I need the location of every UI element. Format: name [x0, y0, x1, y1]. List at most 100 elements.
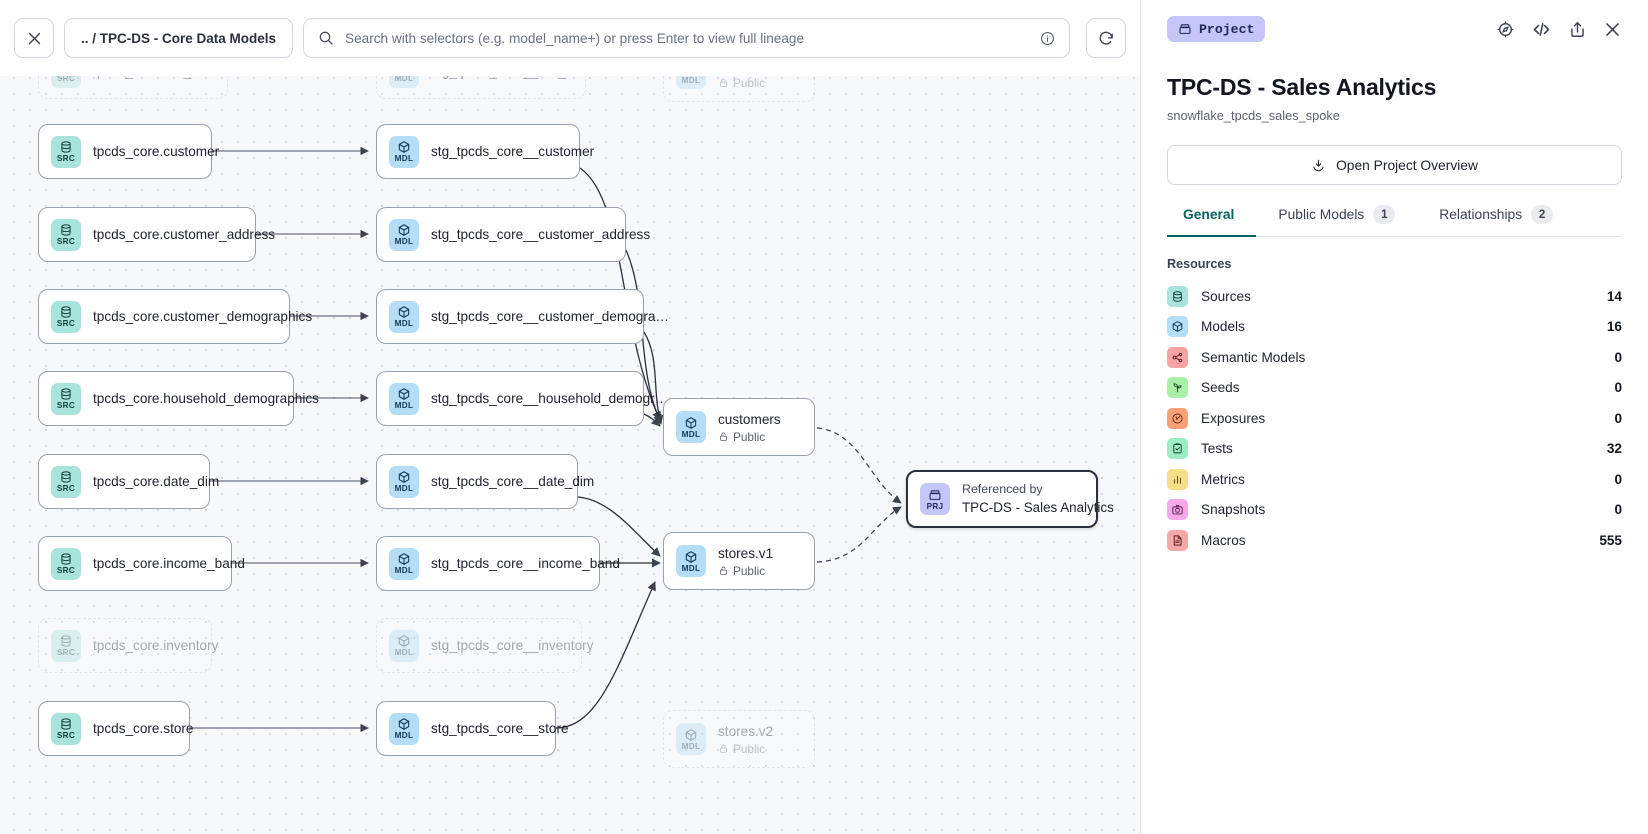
lineage-node[interactable]: SRC tpcds_core.income_band [38, 536, 245, 591]
resource-row-sources[interactable]: Sources 14 [1167, 281, 1622, 312]
resource-count: 0 [1614, 380, 1622, 396]
node-title: tpcds_core.inventory [93, 638, 219, 653]
resource-label: Models [1201, 319, 1245, 335]
info-icon[interactable] [1040, 31, 1055, 46]
mdl-cube [398, 635, 410, 647]
node-labels: tpcds_core.customer_demographics [93, 308, 312, 325]
bar-chart-icon [1174, 475, 1181, 484]
resource-icon-chip [1167, 377, 1188, 399]
mdl-cube [398, 306, 410, 318]
node-type-label: SRC [56, 154, 76, 163]
search-input[interactable] [345, 30, 1029, 46]
tab-label: General [1183, 207, 1235, 222]
mdl-type-chip: MDL [676, 411, 706, 443]
view-code-button[interactable] [1531, 19, 1552, 40]
node-visibility-label: Public [733, 429, 766, 444]
lineage-search[interactable] [303, 18, 1070, 58]
tab-count-badge: 1 [1373, 205, 1396, 224]
explore-compass-icon [1497, 21, 1514, 37]
src-db [61, 388, 71, 400]
resource-icon-chip [1167, 316, 1188, 338]
resource-row-models[interactable]: Models 16 [1167, 312, 1622, 343]
resource-count: 16 [1606, 319, 1622, 335]
lock-icon [720, 432, 727, 441]
share-button[interactable] [1568, 20, 1587, 39]
refresh-button[interactable] [1086, 18, 1126, 58]
mdl-cube [398, 718, 410, 730]
node-labels: stg_tpcds_core__store [431, 720, 569, 737]
resource-count: 0 [1614, 502, 1622, 518]
camera-icon [1172, 505, 1183, 515]
node-type-label: SRC [56, 566, 76, 575]
node-title: stg_tpcds_core__customer [431, 144, 595, 159]
close-lineage-button[interactable] [14, 18, 54, 58]
lineage-canvas[interactable]: SRCtpcds_core.call_centerSRCtpcds_core.c… [0, 0, 1140, 834]
node-title: tpcds_core.customer_demographics [93, 309, 313, 324]
close-panel-button[interactable] [1603, 20, 1622, 39]
resource-icon-chip [1167, 407, 1188, 429]
mdl-cube [685, 728, 697, 741]
src-type-chip: SRC [51, 135, 81, 168]
close-icon [28, 32, 40, 44]
lineage-node[interactable]: SRC tpcds_core.customer [38, 124, 219, 179]
node-labels: tpcds_core.income_band [93, 555, 245, 572]
explore-compass-button[interactable] [1496, 20, 1515, 39]
breadcrumb[interactable]: .. / TPC-DS - Core Data Models [64, 18, 294, 58]
cube-icon [1172, 321, 1183, 333]
resource-count: 14 [1606, 288, 1622, 304]
src-db [61, 224, 71, 236]
tab-count-badge: 2 [1531, 205, 1554, 224]
node-labels: stg_tpcds_core__inventory [431, 637, 593, 654]
lineage-node[interactable]: SRC tpcds_core.customer_demographics [38, 289, 312, 344]
tab-general[interactable]: General [1167, 205, 1257, 237]
panel-actions [1496, 19, 1622, 40]
open-project-overview-button[interactable]: Open Project Overview [1167, 145, 1622, 185]
mdl-type-chip: MDL [389, 465, 419, 498]
lineage-toolbar: .. / TPC-DS - Core Data Models [0, 0, 1140, 76]
node-type-label: MDL [394, 237, 414, 246]
src-type-chip: SRC [51, 300, 81, 333]
resource-label: Sources [1201, 288, 1251, 304]
open-project-overview-label: Open Project Overview [1336, 157, 1478, 173]
node-title: TPC-DS - Sales Analytics [962, 500, 1114, 515]
node-title: stg_tpcds_core__income_band [431, 556, 620, 571]
node-type-label: MDL [394, 484, 414, 493]
node-type-label: SRC [56, 401, 76, 410]
node-type-label: MDL [681, 741, 701, 751]
mdl-type-chip: MDL [389, 382, 419, 415]
node-title: customers [718, 411, 781, 427]
resource-icon-chip [1167, 346, 1188, 368]
node-visibility: Public [718, 564, 773, 578]
node-labels: tpcds_core.inventory [93, 637, 218, 654]
node-title: tpcds_core.customer [93, 144, 220, 159]
mdl-type-chip: MDL [676, 545, 706, 577]
src-type-chip: SRC [51, 547, 81, 580]
node-visibility-label: Public [733, 741, 766, 756]
